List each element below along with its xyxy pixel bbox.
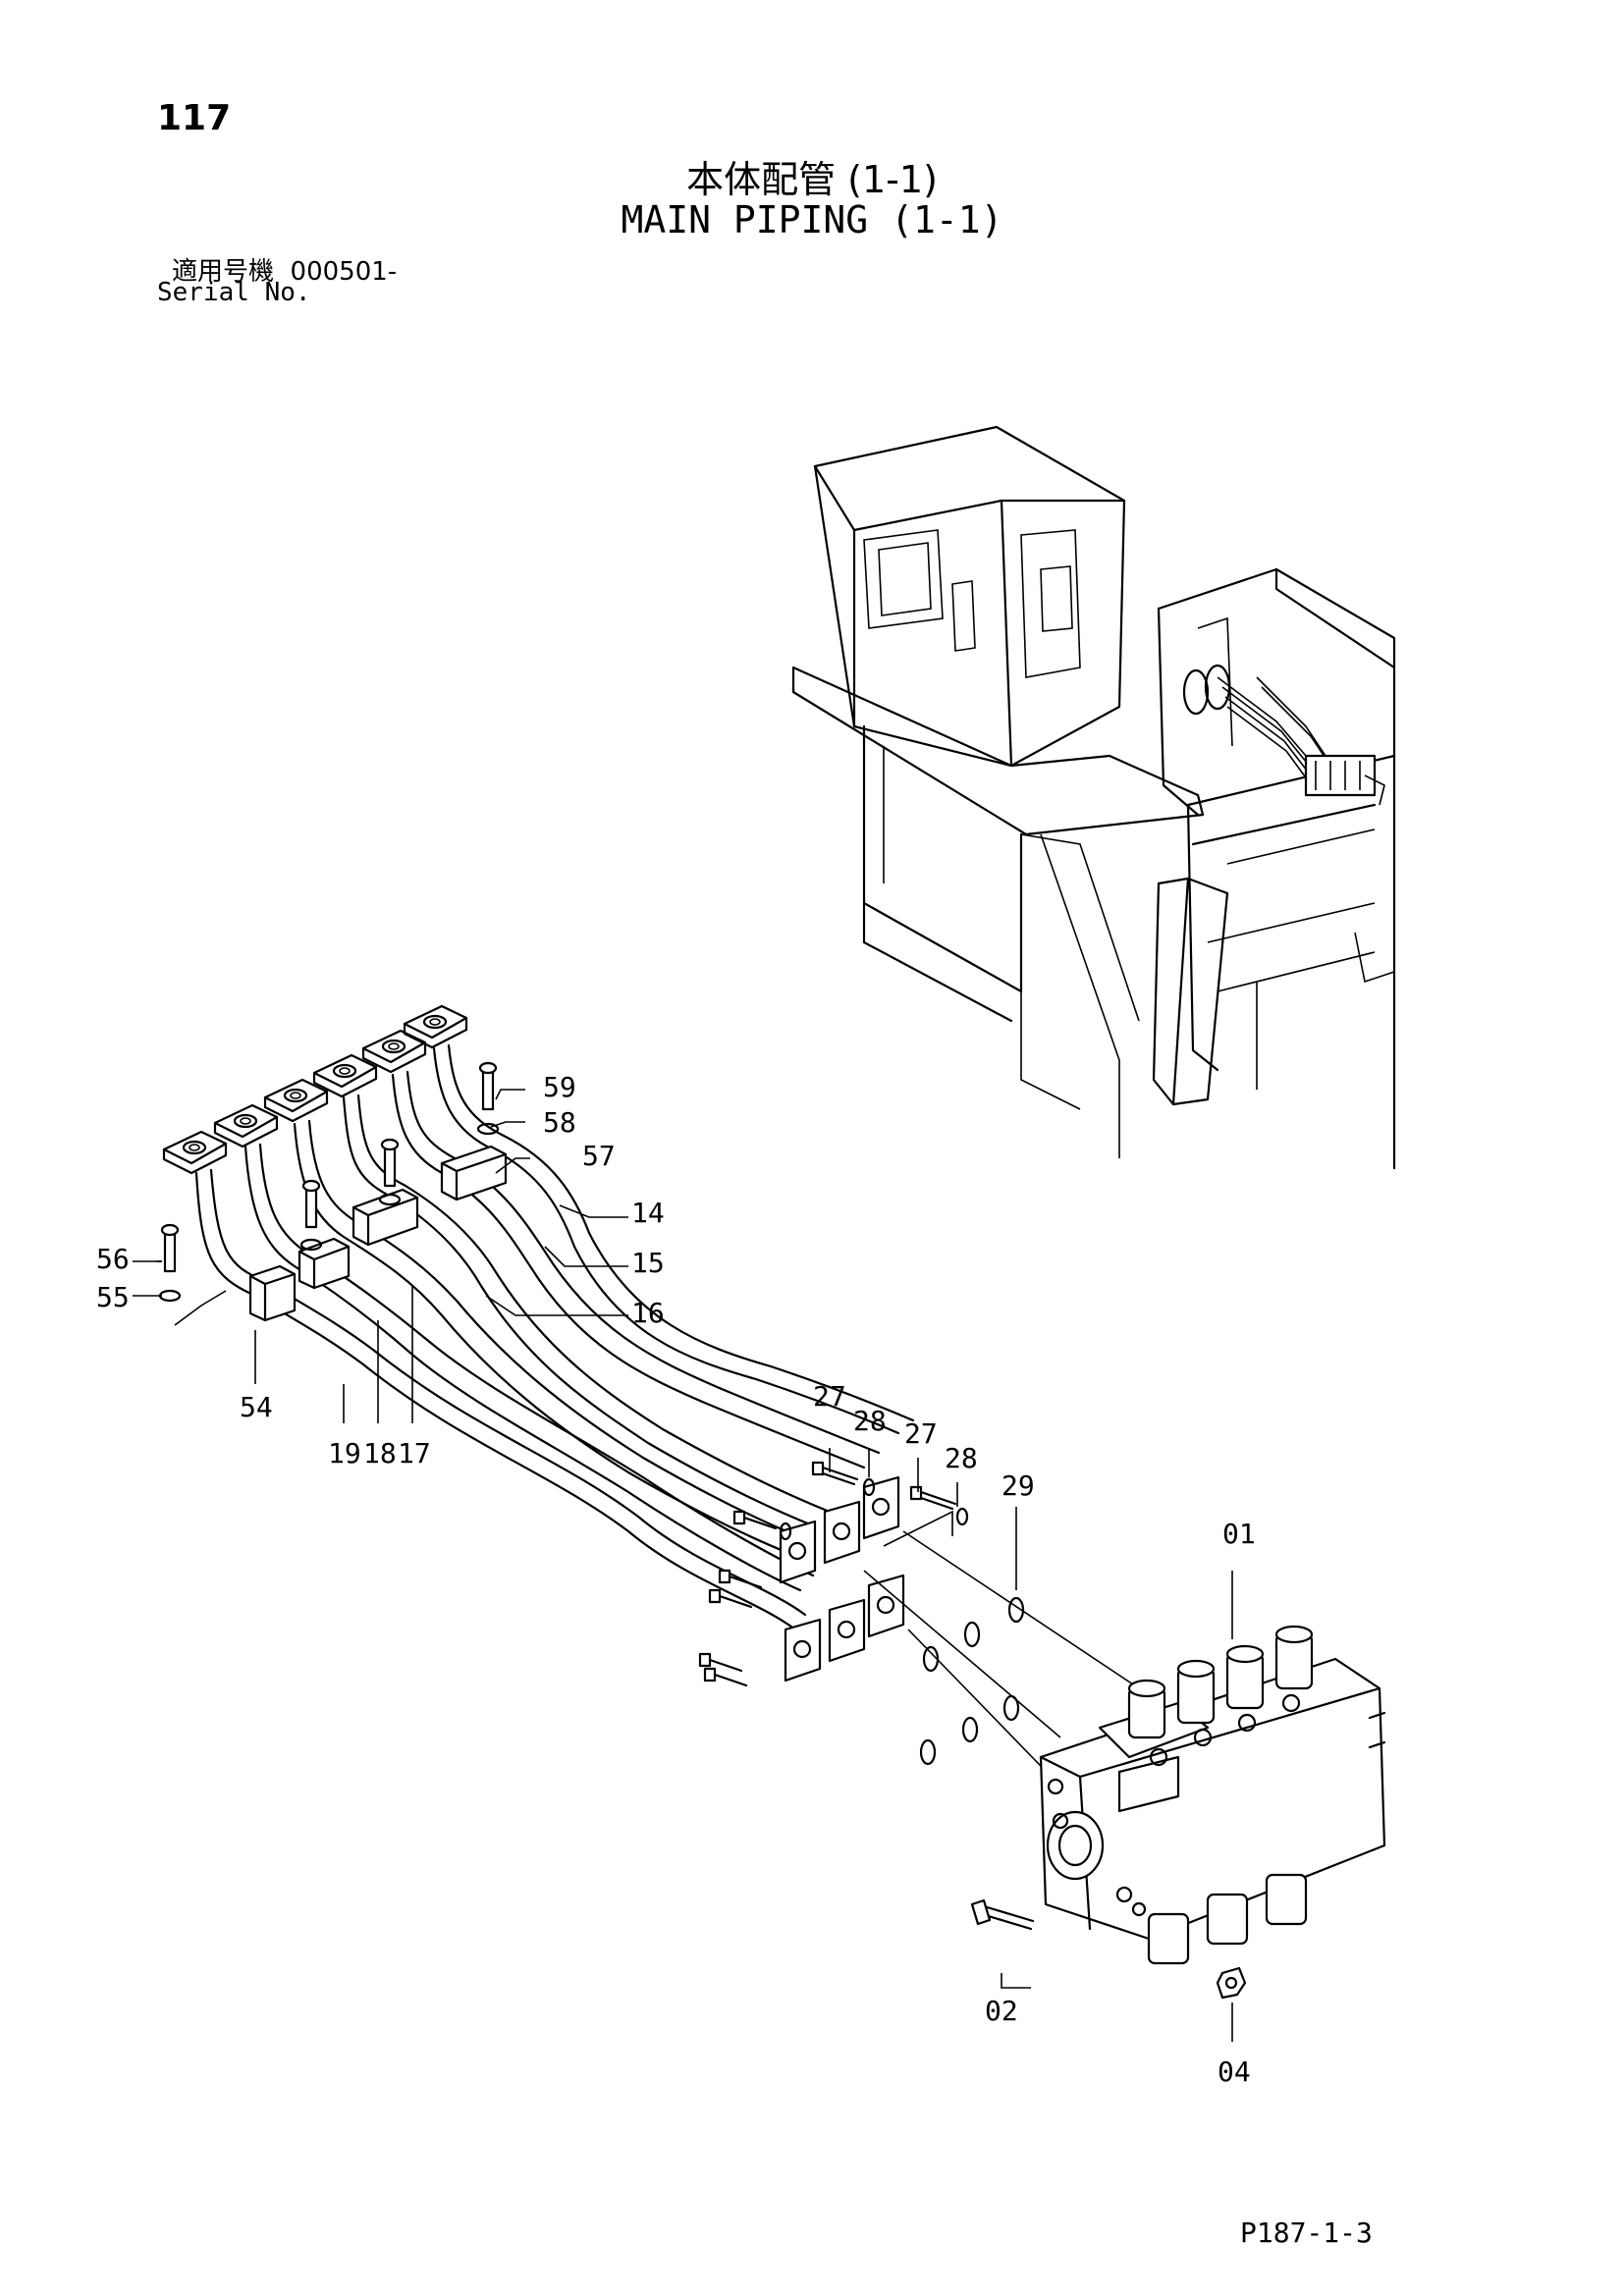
callout-28-b: 28	[945, 1442, 978, 1474]
callout-19: 19	[328, 1437, 361, 1469]
leader-lines	[133, 1089, 1233, 2042]
flange-bolts	[698, 1461, 969, 1687]
callout-27-a: 27	[813, 1380, 846, 1413]
callout-17: 17	[398, 1437, 431, 1469]
page-number: 117	[157, 98, 232, 138]
callout-16: 16	[631, 1297, 665, 1329]
callout-02: 02	[985, 1995, 1018, 2027]
o-rings	[863, 1530, 1140, 1797]
callout-29: 29	[1001, 1469, 1035, 1502]
callout-14: 14	[631, 1197, 665, 1229]
pipe-clamps	[248, 1145, 508, 1322]
pipe-assembly	[158, 1004, 1386, 2000]
callout-04: 04	[1218, 2056, 1251, 2088]
callout-55: 55	[96, 1281, 130, 1313]
callout-54: 54	[240, 1391, 273, 1423]
callout-01: 01	[1222, 1518, 1256, 1550]
callout-59: 59	[543, 1071, 576, 1103]
callout-57: 57	[582, 1140, 616, 1172]
callout-18: 18	[363, 1437, 397, 1469]
serial-label-japanese: 適用号機 000501-	[172, 251, 397, 288]
serial-number-value: 000501-	[290, 257, 398, 287]
callout-58: 58	[543, 1106, 576, 1139]
page-title-japanese: 本体配管 (1-1)	[686, 158, 938, 201]
callout-56: 56	[96, 1243, 130, 1275]
callout-28-a: 28	[853, 1405, 887, 1437]
end-flanges	[779, 1475, 905, 1682]
serial-label-english: Serial No.	[157, 278, 311, 307]
page-title-english: MAIN PIPING (1-1)	[621, 198, 1003, 241]
machine-overview-illustration	[791, 425, 1396, 1170]
callout-27-b: 27	[904, 1417, 938, 1450]
drawing-reference-code: P187-1-3	[1240, 2216, 1373, 2249]
pipe-flanges	[162, 1004, 468, 1175]
control-valve	[1039, 1625, 1386, 1965]
callout-labels: 01 02 04 14 15 16 17 18 19 27 27 28 28 2…	[96, 1071, 1256, 2088]
serial-label-jp-text: 適用号機	[172, 257, 275, 287]
mounting-hardware	[970, 1898, 1247, 2000]
clamp-bolts	[158, 1061, 500, 1303]
callout-15: 15	[631, 1247, 665, 1279]
